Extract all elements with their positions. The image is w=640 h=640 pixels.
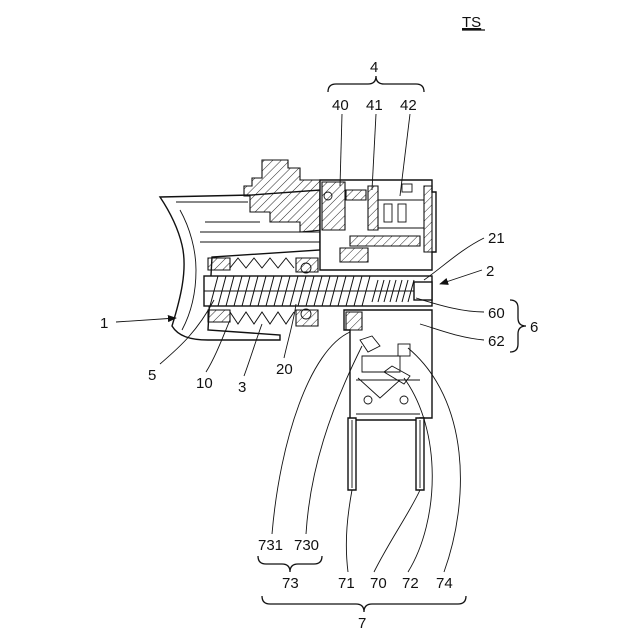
- label-4: 4: [370, 59, 378, 76]
- label-1: 1: [100, 315, 108, 332]
- spring-lower: [230, 312, 294, 324]
- label-6: 6: [530, 319, 538, 336]
- label-62: 62: [488, 333, 505, 350]
- figure-tag: TS: [462, 14, 481, 31]
- shaft-tip: [414, 282, 432, 300]
- spring-upper: [230, 258, 294, 268]
- label-60: 60: [488, 305, 505, 322]
- label-72: 72: [402, 575, 419, 592]
- bracket-6: [510, 300, 526, 352]
- label-73: 73: [282, 575, 299, 592]
- label-20: 20: [276, 361, 293, 378]
- label-21: 21: [488, 230, 505, 247]
- label-74: 74: [436, 575, 453, 592]
- label-10: 10: [196, 375, 213, 392]
- bracket-4: [328, 76, 424, 92]
- label-3: 3: [238, 379, 246, 396]
- label-41: 41: [366, 97, 383, 114]
- label-71: 71: [338, 575, 355, 592]
- bracket-7: [262, 596, 466, 612]
- reference-labels: 4 40 41 42 21 2 1 60 6 62 5 10 3 20 731 …: [100, 59, 538, 632]
- bracket-73: [258, 556, 322, 572]
- label-731: 731: [258, 537, 283, 554]
- label-42: 42: [400, 97, 417, 114]
- label-5: 5: [148, 367, 156, 384]
- housing-assembly: [160, 160, 436, 490]
- label-70: 70: [370, 575, 387, 592]
- label-2: 2: [486, 263, 494, 280]
- leader-lines: [116, 76, 526, 612]
- label-730: 730: [294, 537, 319, 554]
- label-7: 7: [358, 615, 366, 632]
- label-40: 40: [332, 97, 349, 114]
